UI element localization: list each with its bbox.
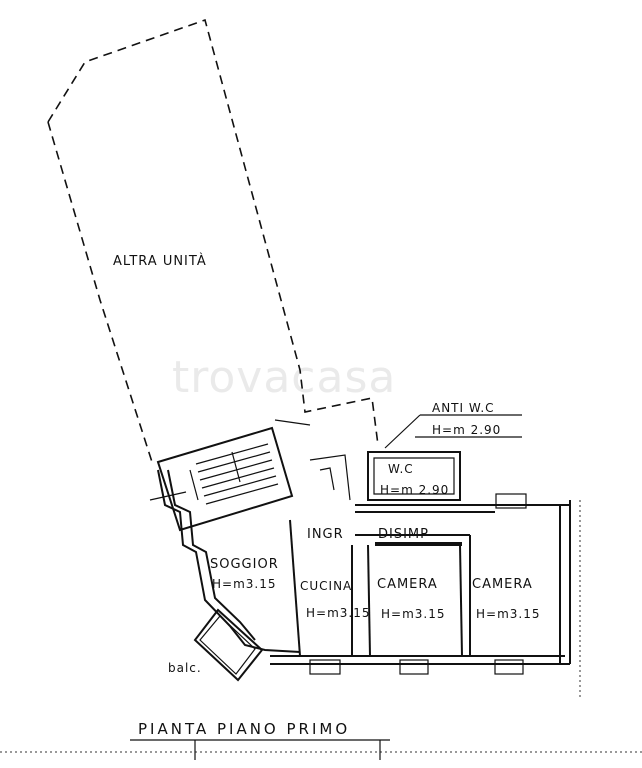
label-ingr: INGR (307, 527, 344, 542)
staircase (149, 426, 294, 532)
dimension-lines (0, 500, 642, 760)
label-camera-2: CAMERA (472, 577, 533, 592)
label-camera-2-height: H=m3.15 (476, 607, 541, 621)
label-camera-1-height: H=m3.15 (381, 607, 446, 621)
altra-unita-boundary (47, 18, 379, 463)
label-soggiorno-height: H=m3.15 (212, 577, 277, 591)
windows (309, 493, 527, 675)
label-cucina: CUCINA (300, 579, 352, 593)
apartment-walls (157, 419, 571, 665)
label-anti-wc: ANTI W.C (432, 401, 495, 415)
balcony (193, 608, 264, 682)
label-altra-unita: ALTRA UNITÀ (113, 253, 207, 269)
label-camera-1: CAMERA (377, 577, 438, 592)
watermark: trovacasa (172, 352, 396, 403)
label-anti-wc-height: H=m 2.90 (432, 423, 501, 437)
label-balcony: balc. (168, 661, 202, 675)
label-wc: W.C (388, 462, 414, 476)
anti-wc-leader (384, 414, 522, 449)
label-cucina-height: H=m3.15 (306, 606, 371, 620)
label-disimp: DISIMP (378, 527, 429, 542)
label-soggiorno: SOGGIOR (210, 557, 279, 572)
plan-title: PIANTA PIANO PRIMO (138, 720, 350, 738)
label-wc-height: H=m 2.90 (380, 483, 449, 497)
